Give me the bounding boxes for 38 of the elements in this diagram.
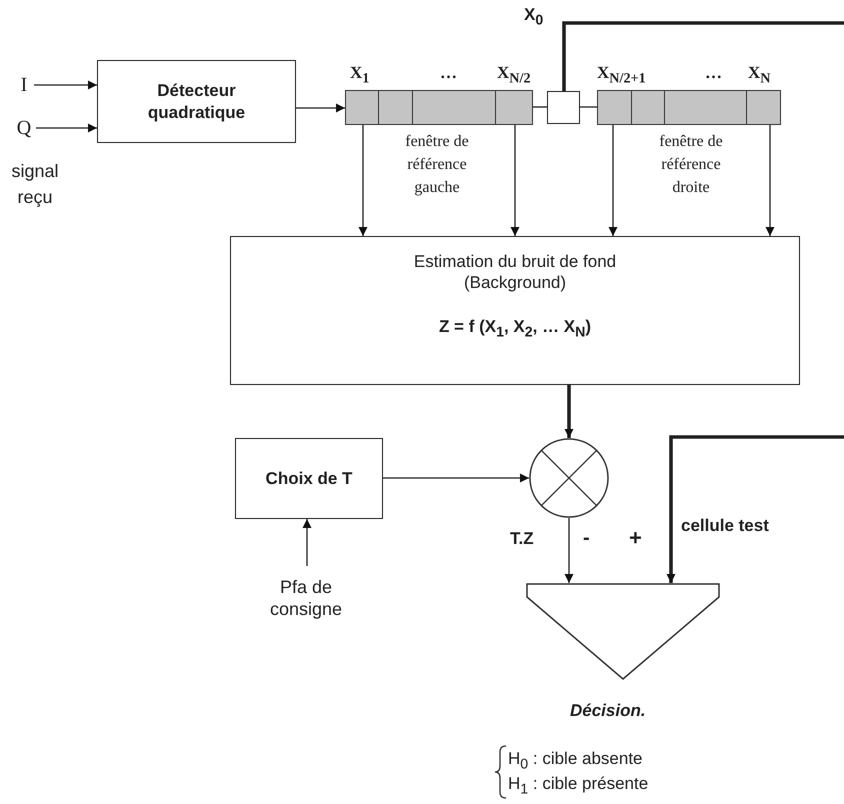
input-label: I: [14, 72, 34, 98]
sign-label: -: [583, 526, 590, 551]
decision-label: Décision.: [570, 700, 646, 722]
ellipsis: …: [440, 62, 457, 84]
reference-cell-bar: [345, 90, 533, 125]
input-label: Pfa de consigne: [245, 566, 367, 630]
process-box: Estimation du bruit de fond (Background) Z = f (X$_{1}$, X$_{2}$, … X$_{N}$): [230, 236, 800, 385]
test-cell: [547, 91, 580, 124]
decision-block: [526, 583, 720, 680]
process-box: Choix de T: [235, 438, 383, 519]
cell-label: X$_{N/2+1}$: [597, 62, 646, 88]
signal-label: signal reçu: [10, 160, 60, 210]
arrow: [608, 125, 618, 236]
arrow: [296, 104, 345, 112]
window-label: fenêtre de référence gauche: [404, 132, 470, 198]
multiplier-circle: [529, 438, 609, 518]
arrow: [564, 385, 574, 438]
arrow: [383, 474, 529, 482]
cell-label: X$_{1}$: [350, 62, 370, 88]
hypothesis-text: H$_{0}$ : cible absente: [508, 748, 643, 774]
arrow: [34, 80, 97, 90]
hypothesis-text: H$_{1}$ : cible présente: [508, 773, 648, 800]
sign-label: +: [629, 524, 642, 552]
cell-label: X$_{0}$: [524, 4, 544, 30]
ellipsis: …: [705, 62, 722, 84]
cell-label: X$_{N}$: [748, 62, 771, 88]
cell-label: X$_{N/2}$: [497, 62, 531, 88]
window-label: fenêtre de référence droite: [658, 132, 724, 198]
arrow: [36, 124, 97, 132]
input-label: Q: [12, 115, 36, 141]
process-box: Détecteur quadratique: [97, 60, 296, 143]
arrow: [766, 125, 774, 236]
arrow: [358, 125, 368, 236]
arrow: [302, 519, 312, 566]
arrow: [510, 125, 520, 236]
arrow: [666, 435, 844, 583]
reference-cell-bar: [597, 90, 781, 125]
arrow: [564, 518, 574, 583]
